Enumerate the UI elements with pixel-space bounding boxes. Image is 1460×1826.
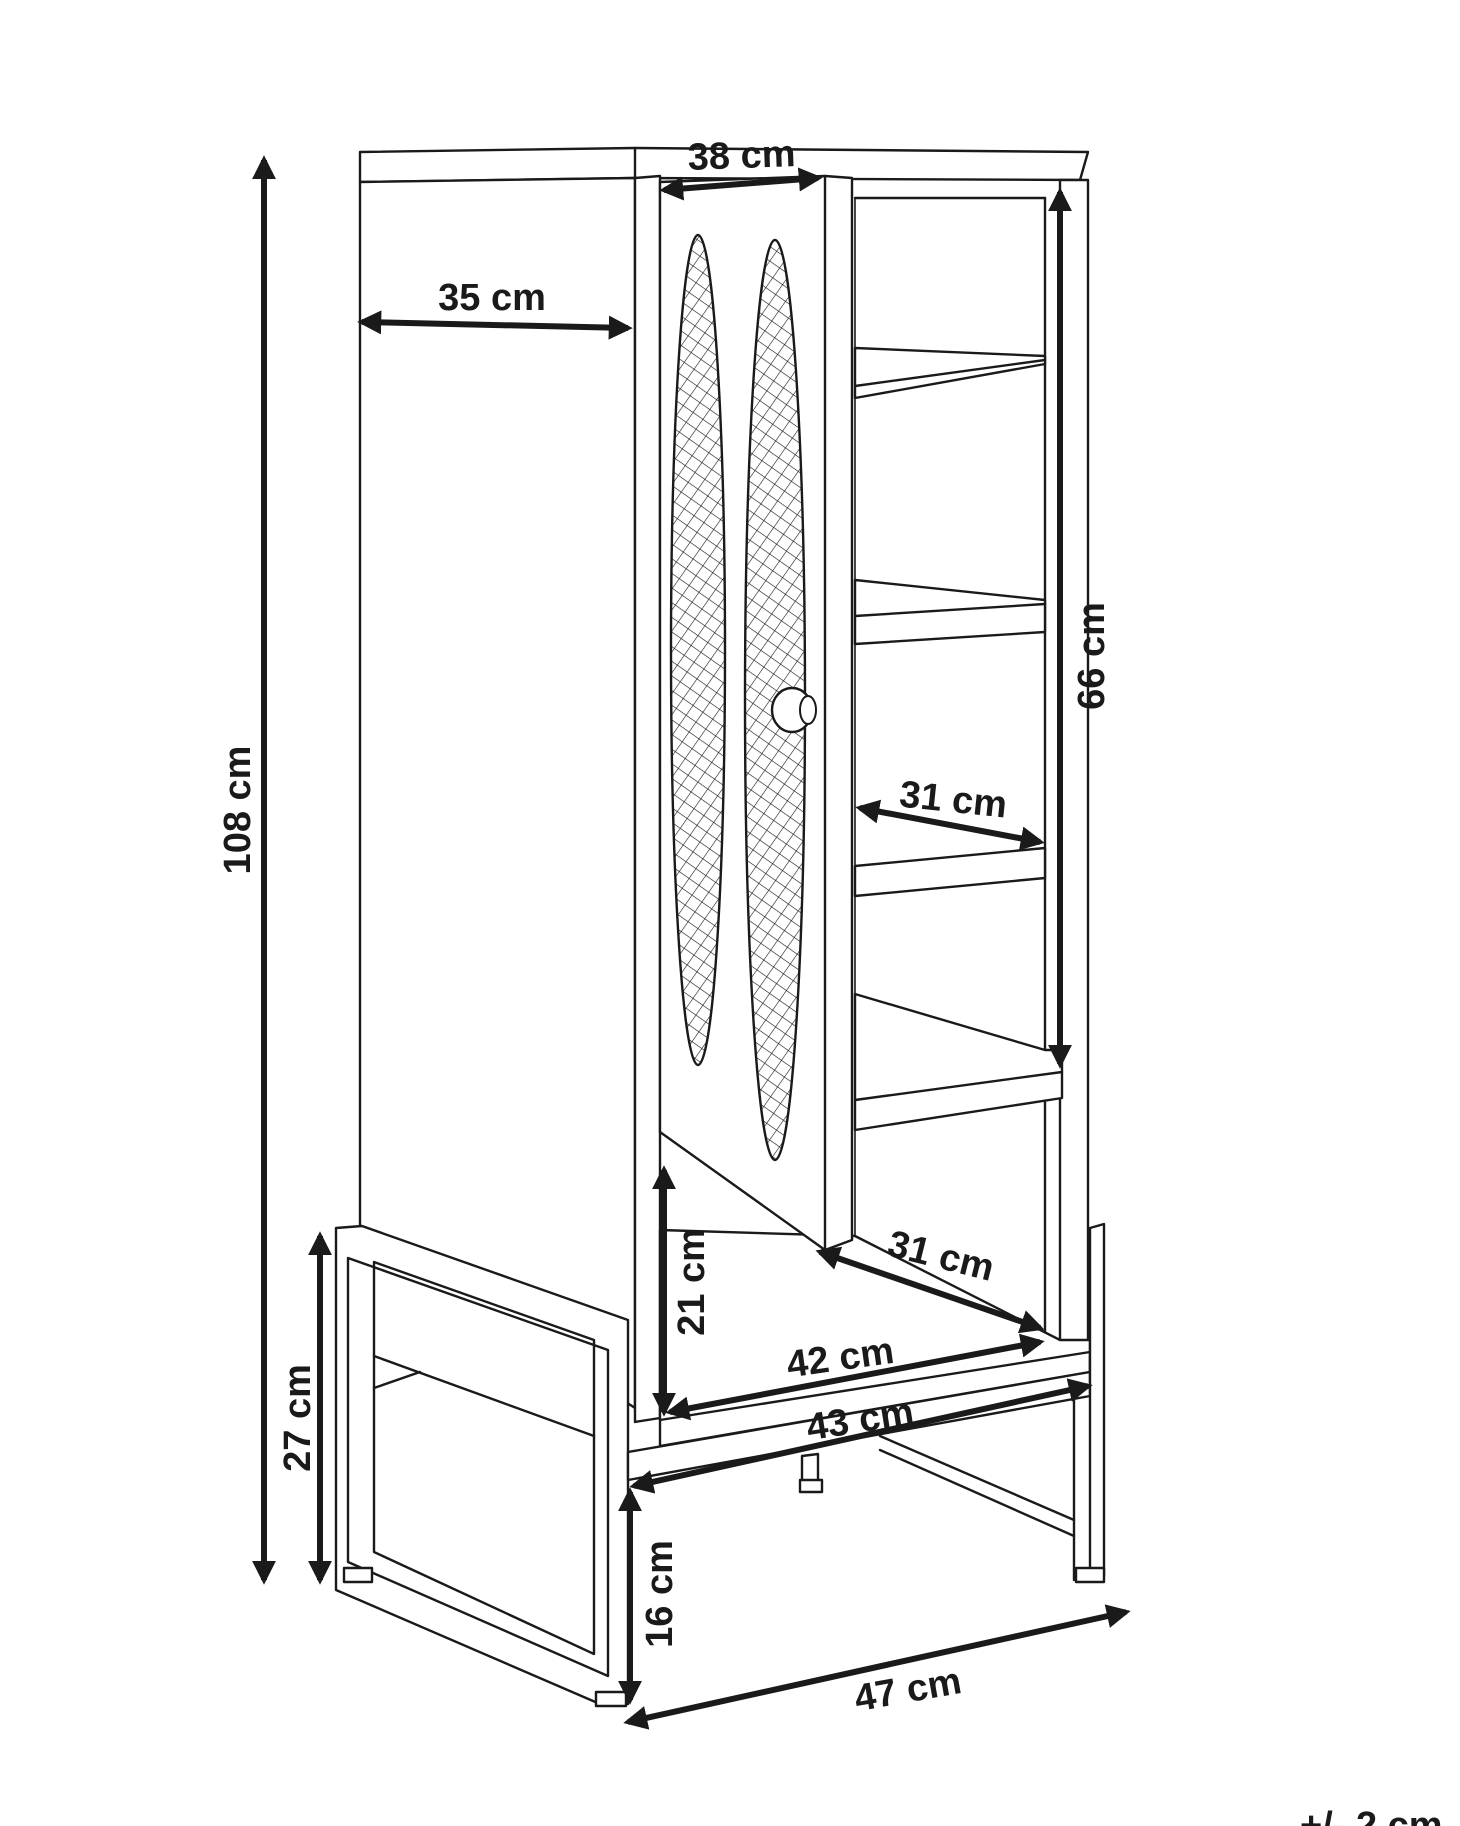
label-side-depth: 35 cm [438,277,546,319]
width-38-arrow [659,167,823,201]
left-side-panel [358,176,637,1410]
left-foot [342,1566,374,1584]
middle-leg [800,1452,820,1484]
width-43-arrow [629,1378,1093,1494]
label-total-height: 108 cm [217,746,259,875]
left-mesh-oval [669,233,727,1067]
right-leg [1088,1222,1106,1580]
dimension-lines [252,155,1131,1730]
shelves [853,346,1064,1132]
front-left-foot [594,1690,628,1708]
label-shelf-section-height: 66 cm [1071,602,1113,710]
shelf-4 [853,992,1064,1132]
cabinet-door [658,174,854,1252]
label-base-height: 27 cm [277,1364,319,1472]
middle-foot [798,1478,824,1494]
label-door-width: 38 cm [687,133,796,179]
label-leg-height: 16 cm [639,1540,681,1648]
width-47-arrow [623,1604,1131,1730]
label-lower-opening-height: 21 cm [671,1228,713,1336]
right-frame-post [1058,178,1090,1358]
depth-35-arrow [357,310,633,340]
shelf-2 [853,578,1047,646]
front-frame-post [633,174,662,1424]
right-foot [1074,1566,1106,1584]
depth-31-shelf-arrow [855,799,1045,851]
shelf-3 [853,846,1047,898]
depth-31-bottom-arrow [815,1246,1045,1334]
door-knob-icon [770,686,817,734]
tolerance-note: +/- 2 cm [1300,1805,1443,1826]
